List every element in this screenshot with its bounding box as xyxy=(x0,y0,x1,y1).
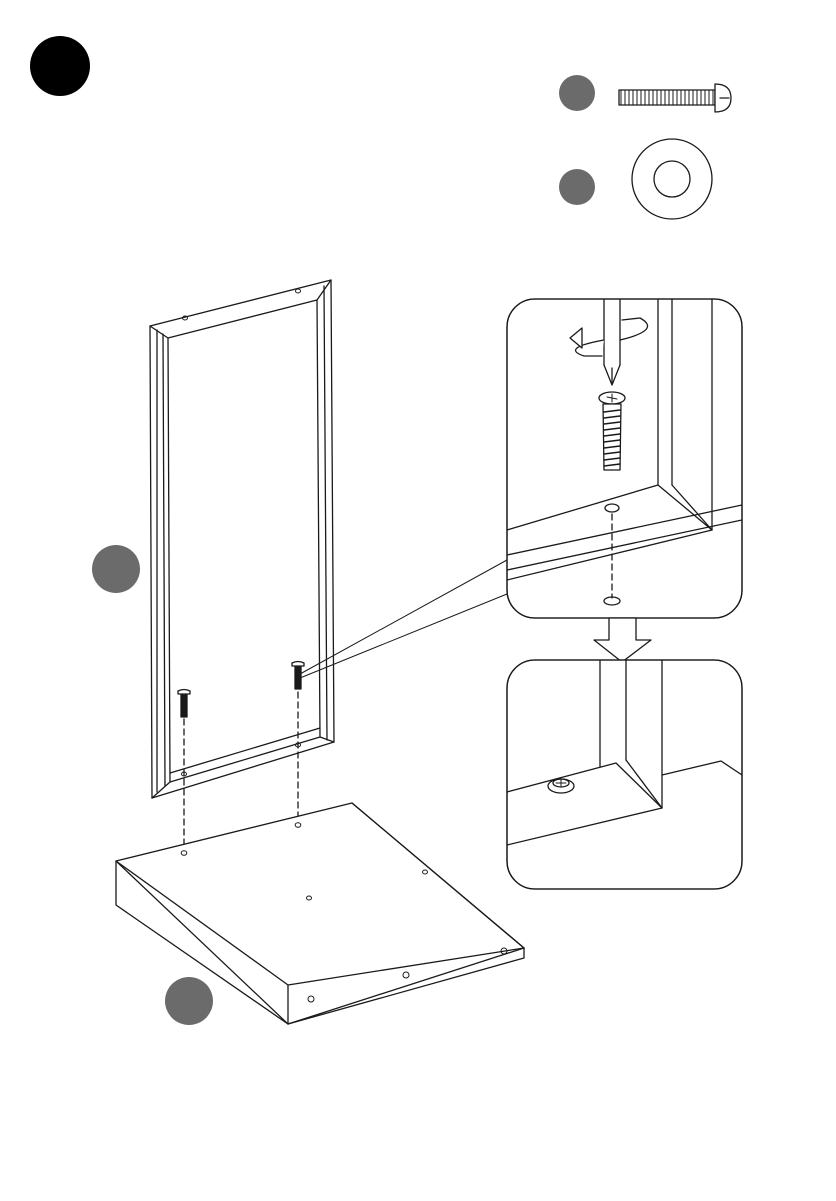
panel-component-badge xyxy=(92,545,140,593)
panel-frame-drawing xyxy=(150,280,334,798)
callout-screwing-detail xyxy=(507,299,742,618)
screw-part-icon xyxy=(619,84,731,112)
screw-part-badge xyxy=(559,75,595,111)
down-arrow-icon xyxy=(594,618,651,662)
washer-part-icon xyxy=(632,139,712,219)
washer-part-badge xyxy=(559,169,595,205)
base-component-badge xyxy=(165,977,213,1025)
step-number-badge xyxy=(30,36,90,96)
callout-result-detail xyxy=(507,660,742,889)
